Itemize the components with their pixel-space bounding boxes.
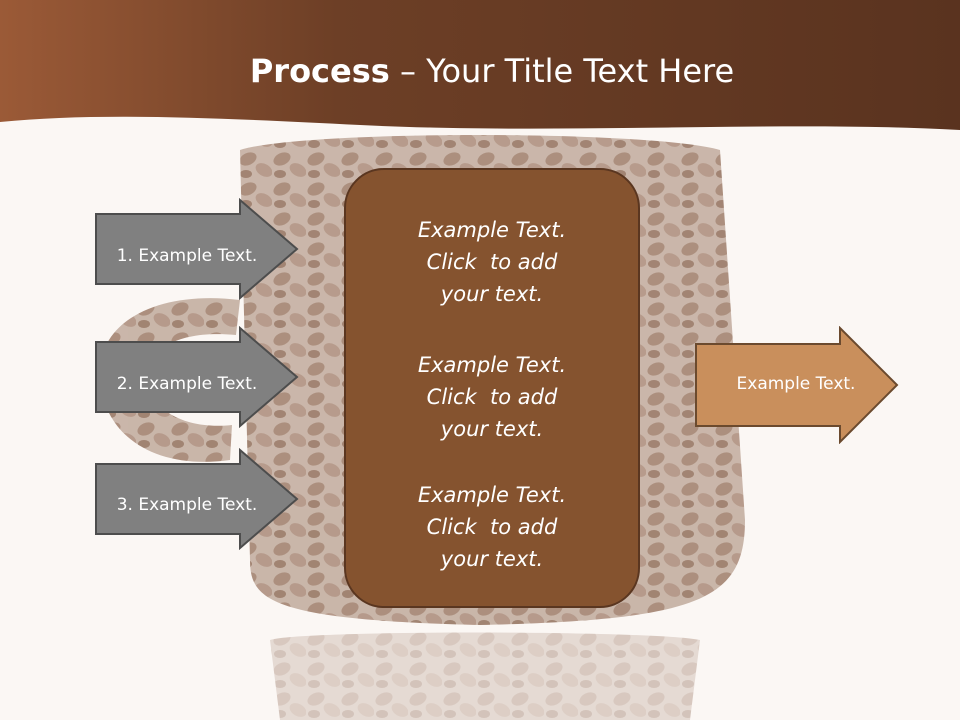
center-paragraph-3: Example Text. Click to add your text. <box>346 479 638 575</box>
left-arrow-1[interactable] <box>94 198 300 300</box>
left-arrow-2[interactable] <box>94 326 300 428</box>
center-paragraph-2-line-1: Example Text. <box>417 353 567 377</box>
left-arrow-1-label: 1. Example Text. <box>116 246 258 266</box>
right-arrow-label: Example Text. <box>736 374 856 394</box>
center-paragraph-1-line-1: Example Text. <box>417 218 567 242</box>
center-paragraph-3-line-3: your text. <box>440 547 544 571</box>
slide-title: Process – Your Title Text Here <box>0 52 960 90</box>
center-paragraph-2-line-2: Click to add <box>426 385 558 409</box>
center-paragraph-2-line-3: your text. <box>440 417 544 441</box>
left-arrow-2-label: 2. Example Text. <box>116 374 258 394</box>
center-text-box[interactable]: Example Text. Click to add your text. Ex… <box>344 168 640 608</box>
left-arrow-3[interactable] <box>94 448 300 550</box>
center-paragraph-3-line-1: Example Text. <box>417 483 567 507</box>
center-paragraph-1-line-2: Click to add <box>426 250 558 274</box>
center-paragraph-2: Example Text. Click to add your text. <box>346 349 638 445</box>
title-rest: – Your Title Text Here <box>389 52 735 90</box>
center-paragraph-1: Example Text. Click to add your text. <box>346 214 638 310</box>
header-band <box>0 0 960 130</box>
center-paragraph-1-line-3: your text. <box>440 282 544 306</box>
title-bold: Process <box>249 52 390 90</box>
left-arrow-3-label: 3. Example Text. <box>116 495 258 515</box>
center-paragraph-3-line-2: Click to add <box>426 515 558 539</box>
right-arrow[interactable] <box>694 326 900 444</box>
